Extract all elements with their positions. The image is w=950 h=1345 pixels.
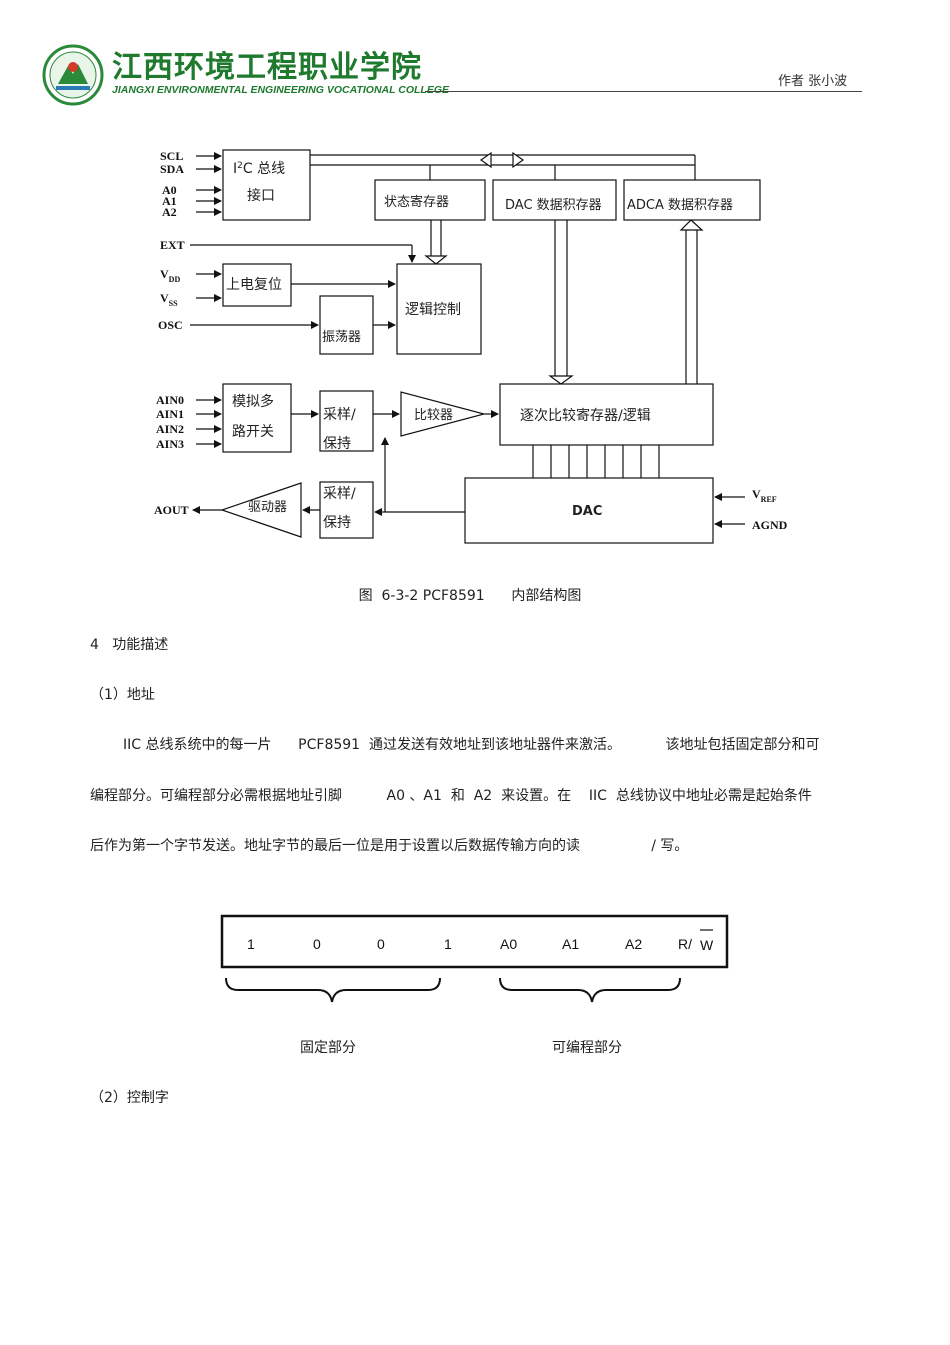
pin-vref: VREF [752, 487, 777, 504]
analog-mux-label-line2: 路开关 [232, 424, 274, 440]
paragraph-line-1: IIC 总线系统中的每一片 PCF8591 通过发送有效地址到该地址器件来激活。… [123, 737, 820, 753]
pin-vss: VSS [160, 291, 178, 308]
sar-logic-label: 逐次比较寄存器/逻辑 [520, 407, 651, 424]
pin-ain0: AIN0 [156, 393, 184, 407]
fixed-part-brace [225, 977, 441, 1003]
i2c-label-pre: I [233, 161, 237, 177]
bit-7: 1 [247, 936, 255, 952]
pin-a1: A1 [162, 194, 177, 208]
analog-mux-label-line1: 模拟多 [232, 393, 274, 410]
pin-vref-sub: REF [761, 495, 777, 504]
section-heading-address: （1）地址 [90, 687, 155, 703]
pin-agnd: AGND [752, 518, 788, 532]
address-byte-box [220, 914, 729, 969]
author-label: 作者 张小波 [778, 74, 848, 89]
pin-osc: OSC [158, 318, 183, 332]
pin-a0: A0 [162, 183, 177, 197]
comparator-label: 比较器 [414, 408, 453, 423]
status-register-label: 状态寄存器 [384, 194, 449, 210]
pin-vss-main: V [160, 291, 169, 305]
bit-6: 0 [313, 936, 321, 952]
pin-ext: EXT [160, 238, 185, 252]
driver-block [220, 482, 302, 538]
school-name-english: JIANGXI ENVIRONMENTAL ENGINEERING VOCATI… [112, 84, 449, 96]
adca-data-register-block [623, 179, 761, 221]
i2c-label-post: C 总线 [243, 161, 285, 177]
bit-4: 1 [444, 936, 452, 952]
section-heading-function: 4 功能描述 [90, 637, 169, 653]
oscillator-label: 振荡器 [322, 330, 361, 345]
i2c-label-line1: I2C 总线 [233, 161, 285, 177]
driver-label: 驱动器 [248, 500, 287, 515]
programmable-part-label: 可编程部分 [552, 1040, 622, 1056]
figure-caption: 图 6-3-2 PCF8591 内部结构图 [358, 588, 582, 604]
power-on-reset-block [222, 263, 292, 307]
dac-block [464, 477, 714, 544]
logic-control-block [396, 263, 482, 355]
fixed-part-label: 固定部分 [300, 1040, 356, 1056]
bit-0-read: R/ [678, 936, 692, 952]
dac-label: DAC [572, 504, 602, 519]
programmable-part-brace [499, 977, 681, 1003]
pin-ain2: AIN2 [156, 422, 184, 436]
pin-scl: SCL [160, 149, 183, 163]
section-heading-control: （2）控制字 [90, 1090, 169, 1106]
power-on-reset-label: 上电复位 [226, 276, 282, 293]
i2c-label-sup: 2 [237, 161, 243, 171]
paragraph-line-2: 编程部分。可编程部分必需根据地址引脚 A0 、A1 和 A2 来设置。在 IIC… [90, 788, 812, 804]
pin-sda: SDA [160, 162, 184, 176]
bit-3: A0 [500, 936, 517, 952]
pin-ain1: AIN1 [156, 407, 184, 421]
adca-data-register-label: ADCA 数据积存器 [627, 198, 733, 213]
sample-hold-label-line2: 保持 [323, 436, 351, 452]
pin-vref-main: V [752, 487, 761, 501]
school-name-chinese: 江西环境工程职业学院 [112, 50, 422, 85]
pin-vdd-main: V [160, 267, 169, 281]
pin-a2: A2 [162, 205, 177, 219]
bit-2: A1 [562, 936, 579, 952]
analog-mux-block [222, 383, 292, 453]
header-divider [425, 91, 862, 92]
paragraph-line-3: 后作为第一个字节发送。地址字节的最后一位是用于设置以后数据传输方向的读 / 写。 [90, 838, 689, 854]
pin-aout: AOUT [154, 503, 189, 517]
dac-data-register-label: DAC 数据积存器 [505, 198, 602, 213]
pin-ain3: AIN3 [156, 437, 184, 451]
oscillator-block [319, 295, 374, 355]
bit-1: A2 [625, 936, 642, 952]
pin-vss-sub: SS [169, 299, 178, 308]
i2c-label-line2: 接口 [247, 187, 275, 204]
output-sample-hold-label-line1: 采样/ [323, 486, 356, 502]
pcf8591-block-diagram: SCL SDA A0 A1 A2 EXT VDD VSS OSC AIN0 AI… [154, 149, 788, 544]
bit-5: 0 [377, 936, 385, 952]
pin-vdd-sub: DD [169, 275, 181, 284]
college-logo-emblem [42, 44, 104, 106]
pin-vdd: VDD [160, 267, 180, 284]
comparator-block [400, 391, 487, 437]
bit-0-write: W [700, 937, 714, 953]
sar-logic-block [499, 383, 714, 446]
address-byte-diagram: 1 0 0 1 A0 A1 A2 R/ W [220, 914, 729, 1003]
sample-hold-label-line1: 采样/ [323, 407, 356, 423]
i2c-interface-block [222, 149, 311, 221]
sample-hold-block [319, 390, 374, 452]
output-sample-hold-label-line2: 保持 [323, 515, 351, 531]
logic-control-label: 逻辑控制 [405, 302, 461, 318]
